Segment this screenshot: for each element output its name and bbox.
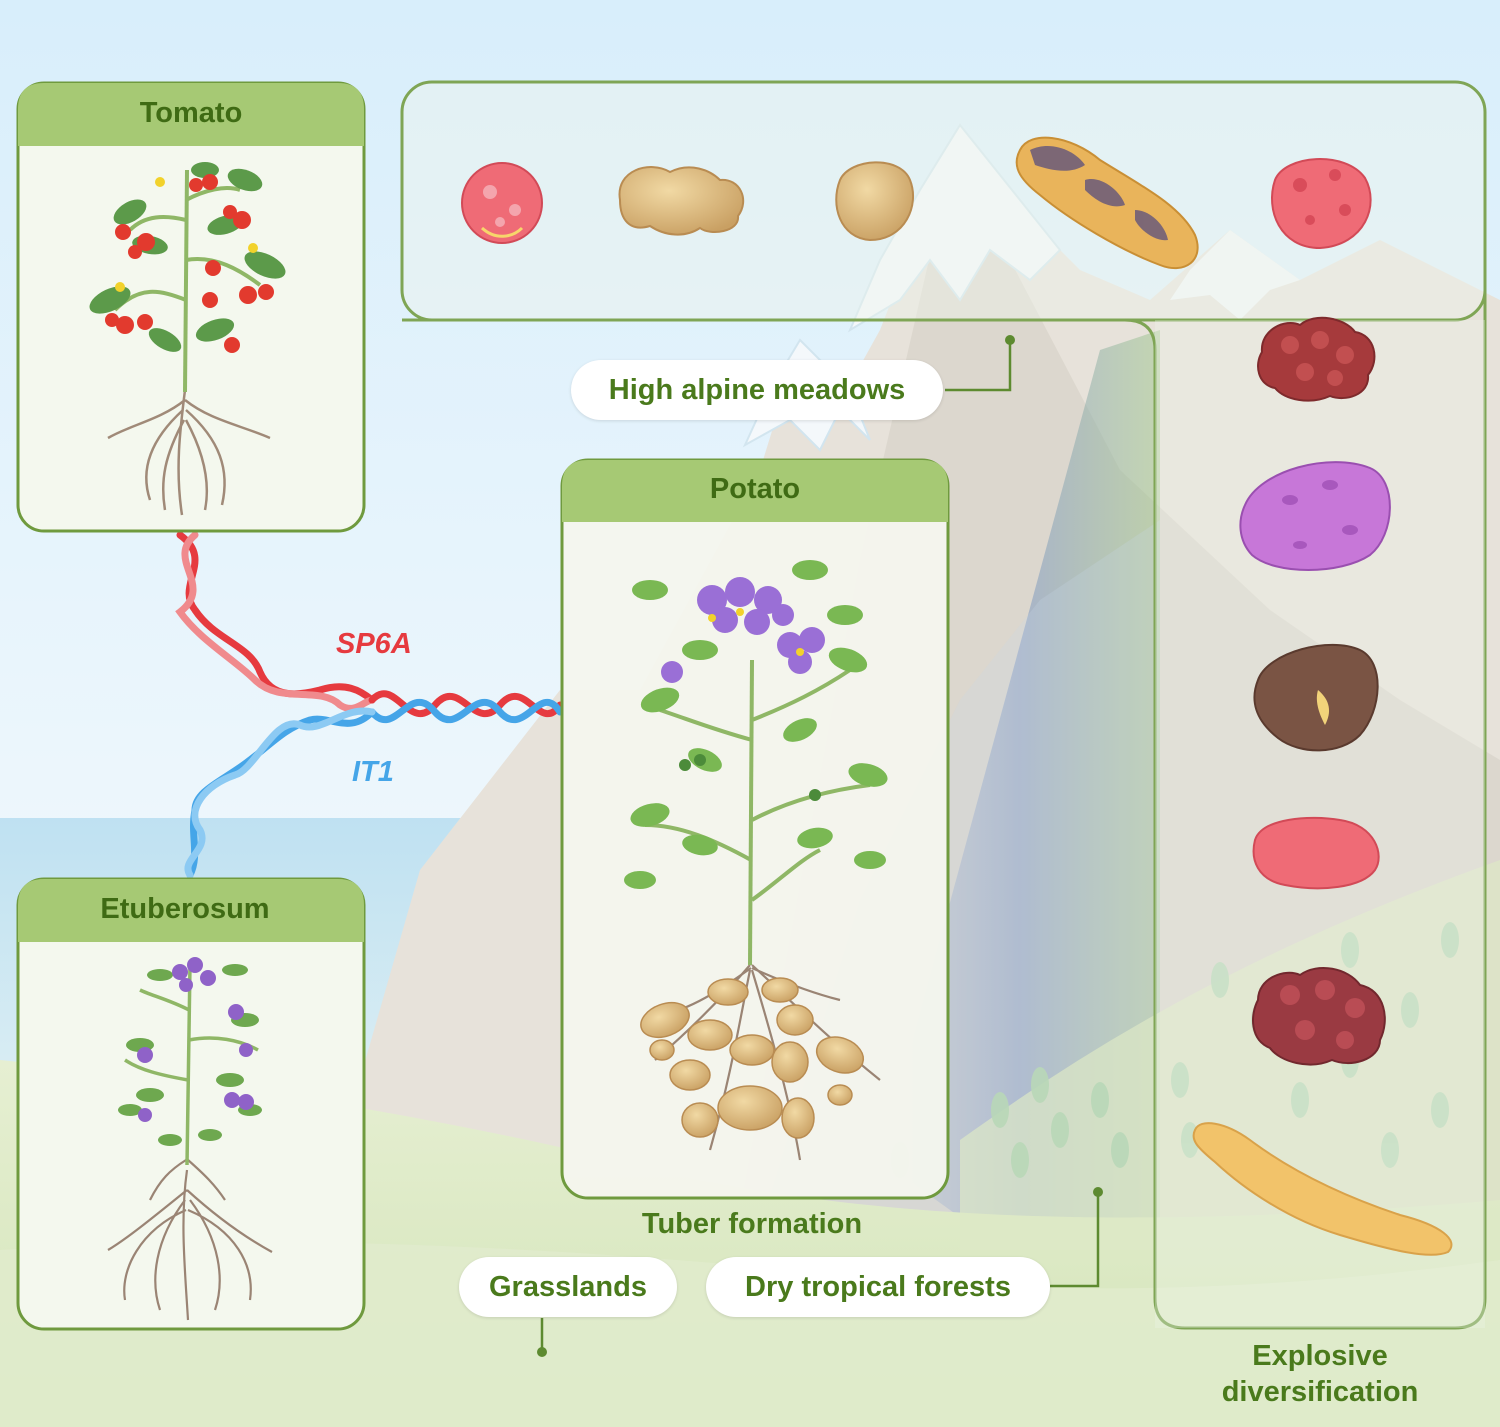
tuber-formation-caption: Tuber formation: [641, 1208, 863, 1240]
it1-gene-label: IT1: [352, 756, 394, 788]
potato-tuber-icon: [1271, 158, 1372, 250]
etuberosum-panel-title: Etuberosum: [100, 893, 270, 925]
sp6a-gene-label: SP6A: [336, 628, 412, 660]
potato-tuber-icon: [1252, 816, 1380, 890]
potato-tuber-icon: [835, 161, 915, 242]
potato-plant-icon: [624, 560, 888, 1161]
grasslands-label: Grasslands: [459, 1257, 677, 1317]
tomato-plant-icon: [89, 162, 286, 516]
potato-tuber-icon: [1252, 967, 1386, 1066]
potato-tuber-icon: [461, 162, 543, 244]
potato-tuber-icon: [1253, 643, 1379, 752]
explosive-caption-line2: diversification: [1221, 1376, 1419, 1408]
etuberosum-plant-icon: [107, 957, 273, 1321]
high-alpine-meadows-label: High alpine meadows: [571, 360, 943, 420]
potato-tuber-icon: [1015, 136, 1199, 270]
etuberosum-panel-frame: [16, 877, 366, 1331]
explosive-caption-line1: Explosive: [1252, 1340, 1388, 1372]
potato-tuber-icon: [1192, 1122, 1453, 1256]
potato-tuber-icon: [1239, 461, 1391, 571]
tomato-panel-title: Tomato: [139, 97, 243, 129]
potato-tuber-icon: [1257, 316, 1376, 402]
potato-panel-title: Potato: [709, 473, 801, 505]
explosive-diversification-caption: Explosive diversification: [1170, 1338, 1470, 1410]
dry-tropical-forests-label: Dry tropical forests: [706, 1257, 1050, 1317]
potato-tuber-icon: [618, 166, 745, 236]
tomato-panel-frame: [16, 81, 366, 533]
